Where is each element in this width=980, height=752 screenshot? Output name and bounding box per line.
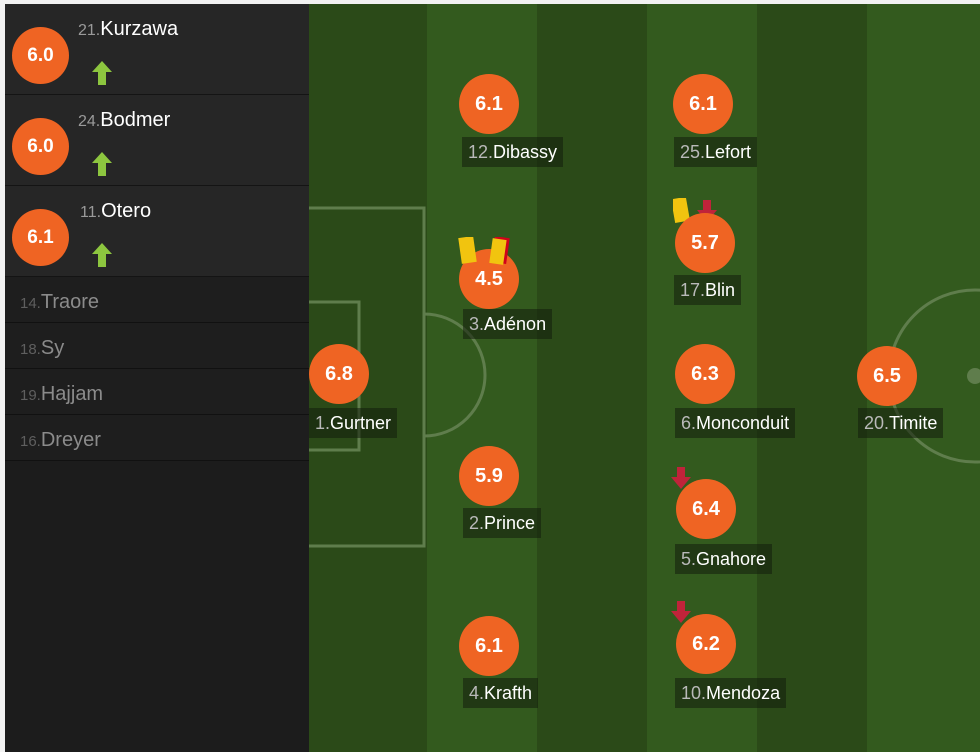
card-and-sub-icons: [673, 198, 717, 224]
player-number: 17.: [680, 279, 706, 300]
arrow-up-icon: [92, 61, 112, 85]
rating-badge: 6.3: [675, 344, 735, 404]
player-label: 6. Monconduit: [675, 408, 796, 438]
player-label: 2. Prince: [463, 508, 542, 538]
player-name: Dreyer: [40, 429, 101, 451]
player-name: Traore: [40, 291, 100, 313]
player-name: Prince: [484, 512, 536, 533]
pitch-stripe: [537, 4, 647, 752]
player-name: Monconduit: [696, 412, 790, 433]
player-name: Gnahore: [696, 548, 767, 569]
player-number: 1.: [315, 412, 331, 433]
rating-badge: 6.1: [673, 74, 733, 134]
rating-badge: 6.8: [309, 344, 369, 404]
football-pitch: 6.8 1. Gurtner 4.5 3. Adénon 5.9 2. Prin…: [309, 4, 980, 752]
player-label: 10.Mendoza: [675, 678, 787, 708]
player-number: 16.: [20, 433, 41, 450]
arrow-down-icon: [697, 200, 717, 222]
rating-badge: 6.1: [459, 616, 519, 676]
player-name: Gurtner: [330, 412, 392, 433]
player-label: 17.Blin: [674, 275, 742, 305]
player-number: 20.: [864, 412, 890, 433]
bench-row[interactable]: 19.Hajjam: [5, 369, 309, 415]
player-number: 18.: [20, 341, 41, 358]
player-number: 5.: [681, 548, 697, 569]
bench-row[interactable]: 18.Sy: [5, 323, 309, 369]
rating-badge: 6.0: [12, 118, 69, 175]
yellow-card-icon: [673, 198, 690, 224]
player-name: Adénon: [484, 313, 547, 334]
player-name: Sy: [40, 337, 65, 359]
substitute-row[interactable]: 6.1 11.Otero: [5, 186, 309, 277]
player-name: Hajjam: [40, 383, 104, 405]
rating-badge: 6.5: [857, 346, 917, 406]
player-number: 25.: [680, 141, 706, 162]
pitch-stripe: [757, 4, 867, 752]
player-name: Lefort: [705, 141, 752, 162]
player-number: 3.: [469, 313, 485, 334]
player-name: Otero: [101, 200, 152, 222]
player-label: 12.Dibassy: [462, 137, 564, 167]
substitute-row[interactable]: 6.0 21.Kurzawa: [5, 4, 309, 95]
rating-badge: 5.7: [675, 213, 735, 273]
player-number: 2.: [469, 512, 485, 533]
player-number: 19.: [20, 387, 41, 404]
player-name: Kurzawa: [100, 18, 179, 40]
rating-badge: 6.0: [12, 27, 69, 84]
player-name: Mendoza: [706, 682, 781, 703]
player-number: 6.: [681, 412, 697, 433]
player-number: 4.: [469, 682, 485, 703]
substitutes-sidebar: 6.0 21.Kurzawa 6.0 24.Bodmer 6.1 11.Oter…: [5, 4, 309, 752]
player-number: 14.: [20, 295, 41, 312]
player-label: 20.Timite: [858, 408, 944, 438]
arrow-up-icon: [92, 243, 112, 267]
player-name: Dibassy: [493, 141, 558, 162]
arrow-down-icon: [671, 601, 691, 623]
player-number: 12.: [468, 141, 494, 162]
player-name: Blin: [705, 279, 736, 300]
player-label: 3. Adénon: [463, 309, 553, 339]
player-number: 21.: [78, 22, 101, 39]
arrow-up-icon: [92, 152, 112, 176]
player-label: 25.Lefort: [674, 137, 758, 167]
rating-badge: 6.4: [676, 479, 736, 539]
bench-row[interactable]: 14.Traore: [5, 277, 309, 323]
player-name: Timite: [889, 412, 938, 433]
bench-row[interactable]: 16.Dreyer: [5, 415, 309, 461]
rating-badge: 6.1: [12, 209, 69, 266]
arrow-down-icon: [671, 467, 691, 489]
player-name: Krafth: [484, 682, 533, 703]
yellow-card-icon: [458, 237, 477, 264]
substitute-row[interactable]: 6.0 24.Bodmer: [5, 95, 309, 186]
player-label: 1. Gurtner: [309, 408, 398, 438]
player-number: 24.: [78, 113, 101, 130]
rating-badge: 6.1: [459, 74, 519, 134]
player-label: 5. Gnahore: [675, 544, 773, 574]
player-label: 4. Krafth: [463, 678, 539, 708]
player-number: 10.: [681, 682, 707, 703]
player-name: Bodmer: [100, 109, 171, 131]
red-card-icon: [489, 237, 510, 265]
cards-icon: [458, 237, 510, 265]
rating-badge: 6.2: [676, 614, 736, 674]
player-number: 11.: [80, 204, 102, 221]
rating-badge: 5.9: [459, 446, 519, 506]
